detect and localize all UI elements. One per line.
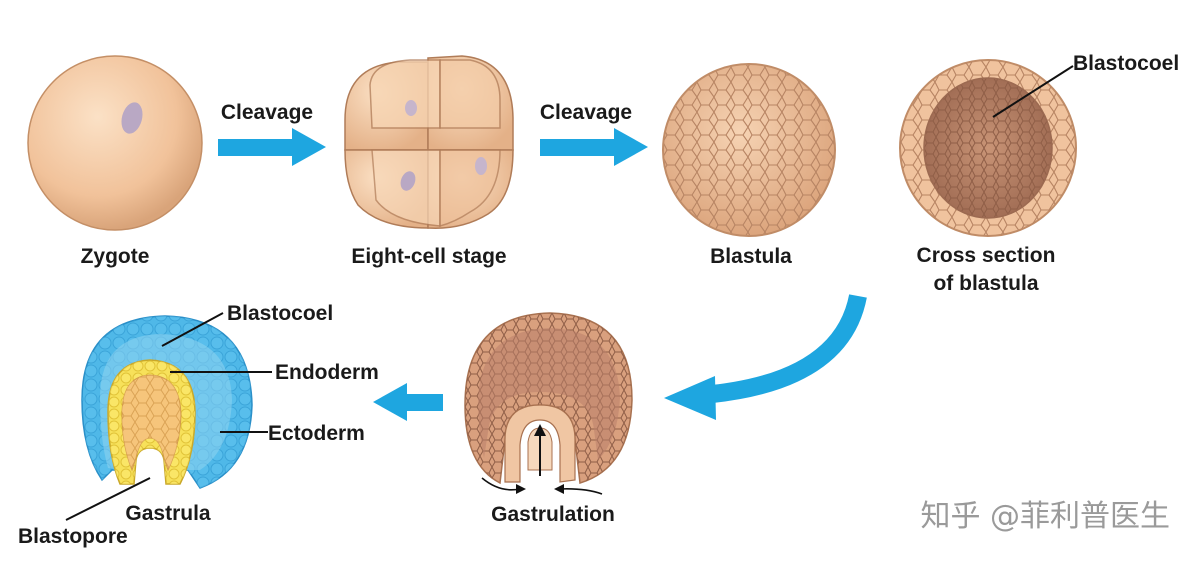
watermark-text: 知乎 @菲利普医生 <box>920 499 1170 534</box>
blastocoel-gastrula-label: Blastocoel <box>227 302 333 325</box>
cross-section-label-line1: Cross section <box>917 244 1056 267</box>
cleavage-label-2: Cleavage <box>540 101 632 124</box>
curved-arrow <box>664 294 867 420</box>
blastula-cross-section-illustration <box>899 59 1077 237</box>
eight-cell-illustration <box>344 55 514 229</box>
cleavage-arrow-2 <box>540 128 648 166</box>
blastula-label: Blastula <box>710 245 792 268</box>
gastrulation-label: Gastrulation <box>491 503 615 526</box>
zygote-label: Zygote <box>81 245 150 268</box>
blastula-illustration <box>662 63 836 237</box>
eight-cell-label: Eight-cell stage <box>351 245 506 268</box>
cleavage-label-1: Cleavage <box>221 101 313 124</box>
blastopore-label: Blastopore <box>18 525 128 548</box>
zygote-illustration <box>27 55 203 231</box>
cross-section-label-line2: of blastula <box>933 272 1038 295</box>
ectoderm-label: Ectoderm <box>268 422 365 445</box>
blastocoel-top-label: Blastocoel <box>1073 52 1179 75</box>
endoderm-label: Endoderm <box>275 361 379 384</box>
left-arrow <box>373 383 443 421</box>
gastrulation-illustration <box>464 312 633 495</box>
cleavage-arrow-1 <box>218 128 326 166</box>
gastrula-label: Gastrula <box>125 502 211 525</box>
gastrula-illustration <box>81 315 253 489</box>
